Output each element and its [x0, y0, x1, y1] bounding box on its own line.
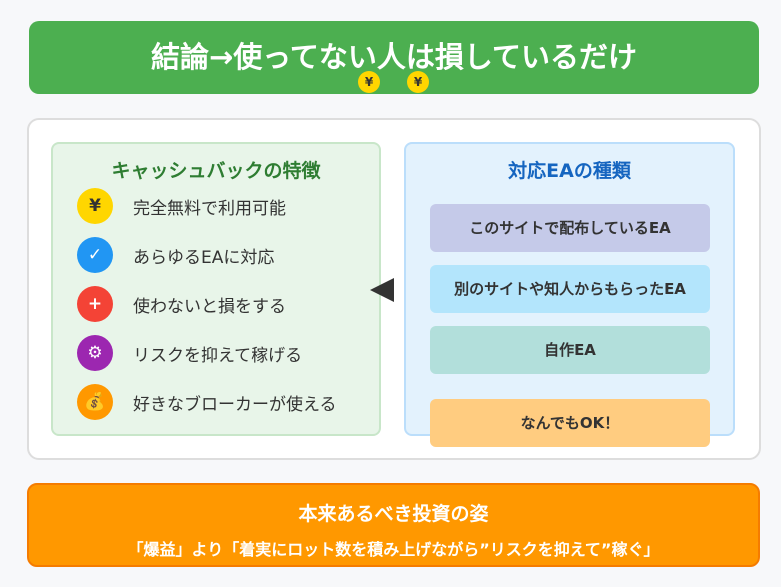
ea-type-item: なんでもOK！: [430, 399, 710, 447]
check-icon: ✓: [77, 237, 113, 273]
footer-subtitle: 「爆益」より「着実にロット数を積み上げながら”リスクを抑えて”稼ぐ」: [127, 540, 660, 559]
feature-item: 💰 好きなブローカーが使える: [77, 384, 337, 420]
plus-icon: +: [77, 286, 113, 322]
ea-type-item: 別のサイトや知人からもらったEA: [430, 265, 710, 313]
features-heading: キャッシュバックの特徴: [111, 160, 321, 182]
feature-item: + 使わないと損をする: [77, 286, 286, 322]
feature-item: ⚙ リスクを抑えて稼げる: [77, 335, 302, 371]
feature-label: 好きなブローカーが使える: [133, 394, 337, 415]
feature-label: リスクを抑えて稼げる: [133, 345, 303, 366]
footer-title: 本来あるべき投資の姿: [298, 503, 489, 525]
yen-coin-icon: ¥: [407, 71, 429, 93]
ea-types-heading: 対応EAの種類: [508, 160, 631, 182]
feature-label: 使わないと損をする: [133, 296, 286, 317]
feature-item: ¥ 完全無料で利用可能: [77, 188, 286, 224]
money-bags-icon: 💰: [77, 384, 113, 420]
footer-banner: 本来あるべき投資の姿 「爆益」より「着実にロット数を積み上げながら”リスクを抑え…: [27, 483, 760, 567]
yen-icon: ¥: [77, 188, 113, 224]
yen-coin-icon: ¥: [358, 71, 380, 93]
page-title: 結論→使ってない人は損しているだけ: [29, 21, 759, 94]
feature-item: ✓ あらゆるEAに対応: [77, 237, 274, 273]
ea-type-item: このサイトで配布しているEA: [430, 204, 710, 252]
gear-icon: ⚙: [77, 335, 113, 371]
arrow-left-icon: [370, 278, 394, 302]
ea-type-item: 自作EA: [430, 326, 710, 374]
ea-types-card: 対応EAの種類 このサイトで配布しているEA 別のサイトや知人からもらったEA 自作…: [404, 142, 735, 447]
feature-label: 完全無料で利用可能: [133, 198, 286, 219]
features-card: キャッシュバックの特徴 ¥ 完全無料で利用可能 ✓ あらゆるEAに対応 + 使わないと損を…: [51, 142, 381, 436]
feature-label: あらゆるEAに対応: [133, 247, 275, 268]
